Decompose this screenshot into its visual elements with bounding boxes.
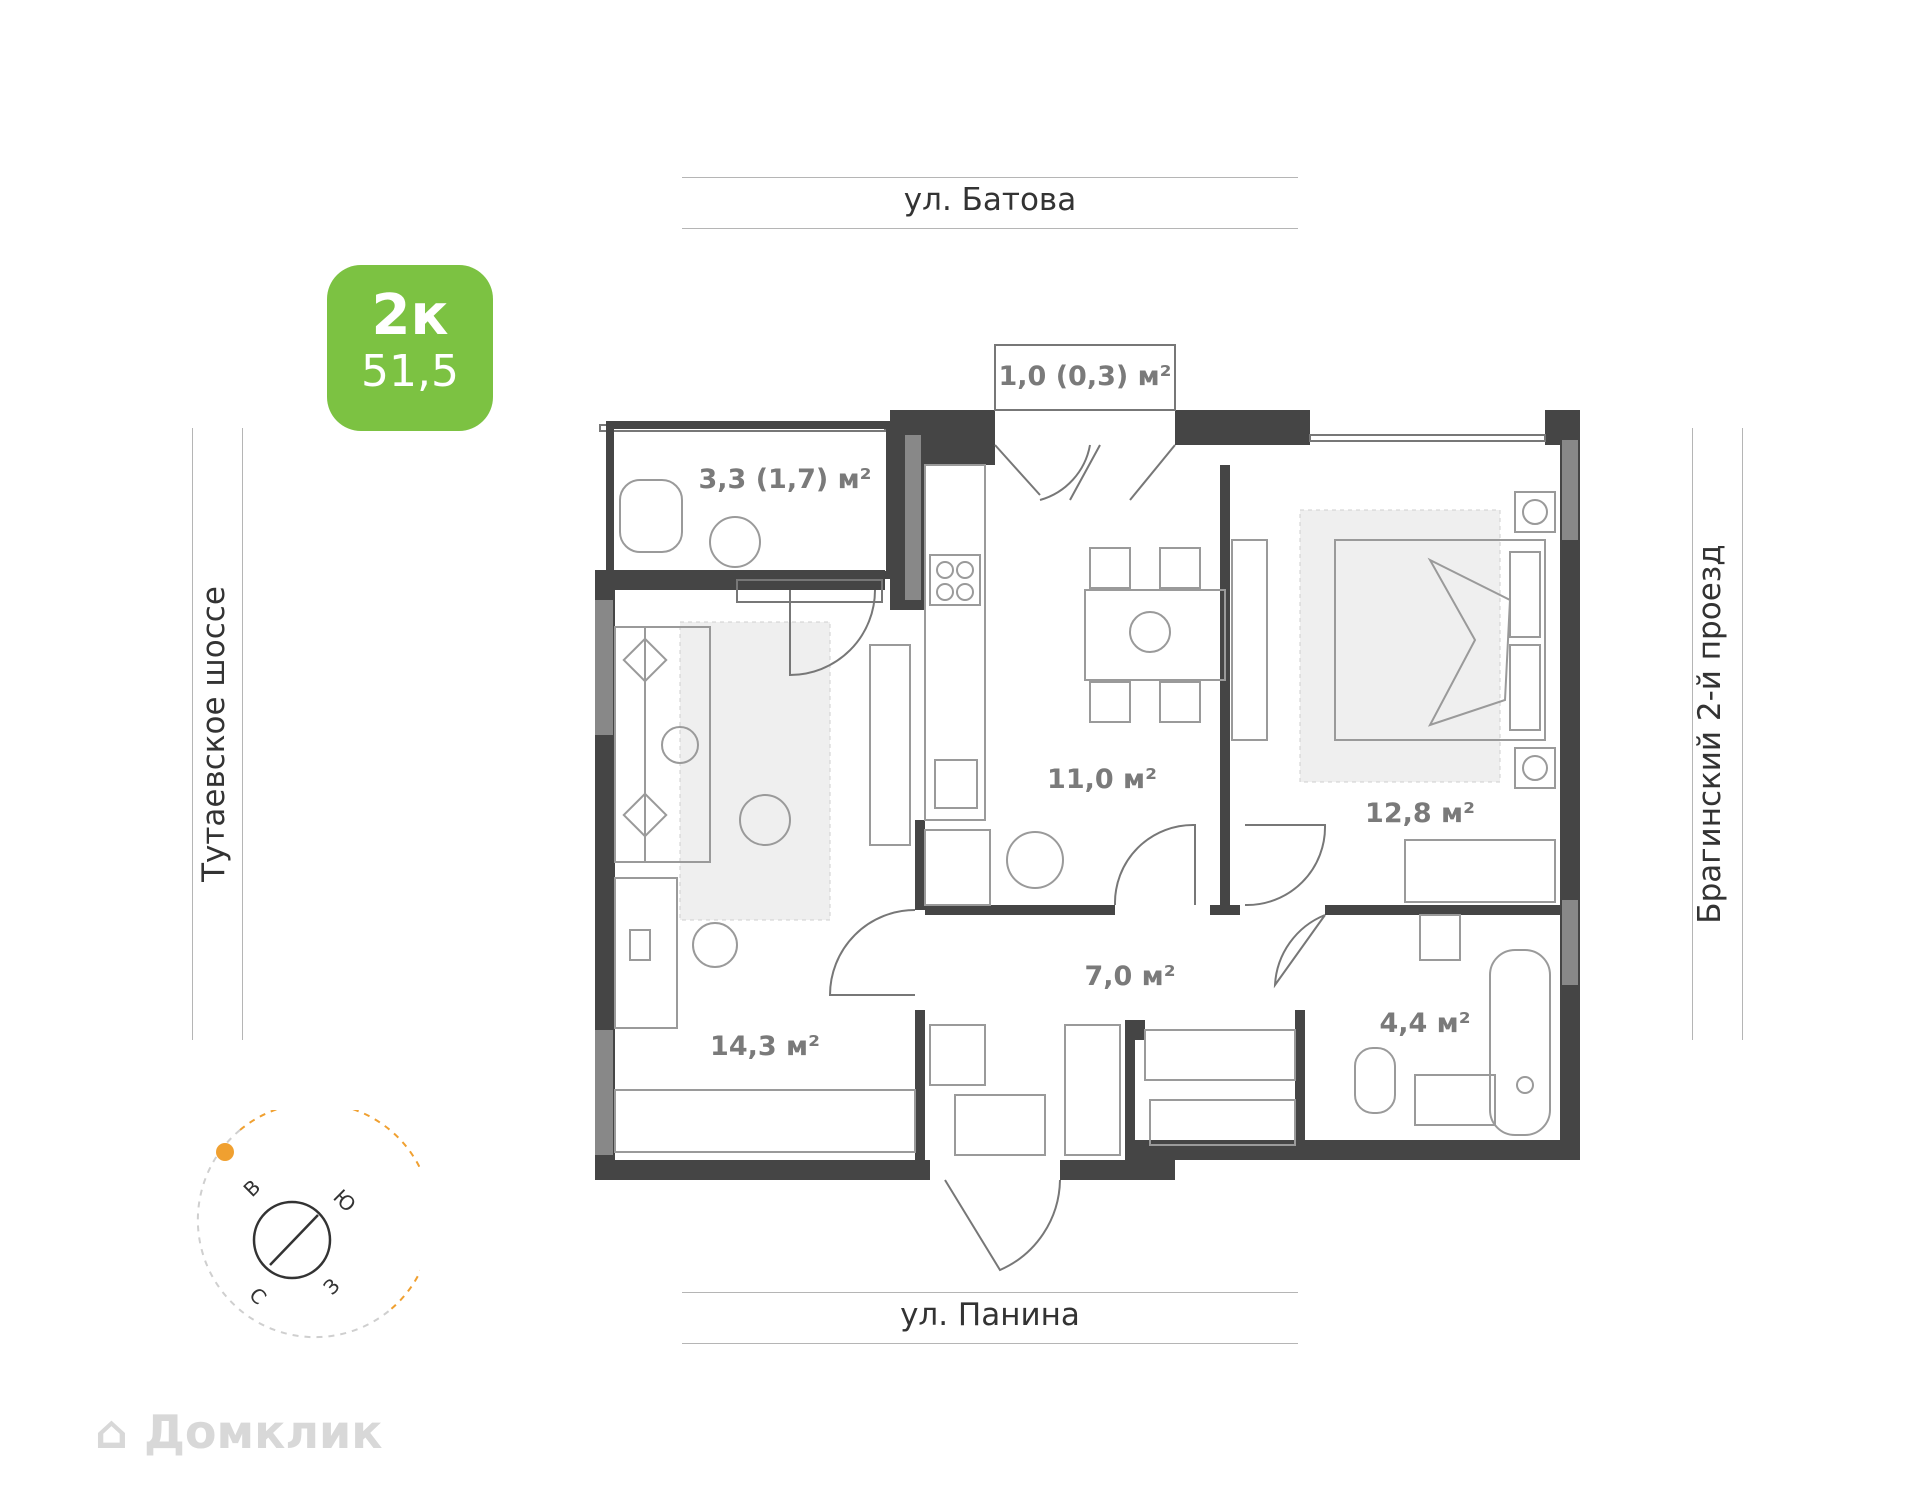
compass-south: Ю bbox=[328, 1185, 360, 1217]
watermark-text: Домклик bbox=[143, 1405, 383, 1459]
sun-icon bbox=[216, 1143, 234, 1161]
compass: В Ю С З bbox=[196, 1110, 420, 1339]
furniture bbox=[614, 464, 1556, 1156]
street-top-line-lower bbox=[682, 228, 1298, 229]
compass-west: З bbox=[319, 1273, 345, 1299]
street-right-line-outer bbox=[1692, 428, 1693, 1040]
street-bottom-line-lower bbox=[682, 1343, 1298, 1344]
label-loggia: 3,3 (1,7) м² bbox=[698, 464, 871, 495]
bedroom-rug bbox=[1299, 509, 1501, 783]
watermark: ⌂ Домклик bbox=[95, 1405, 383, 1459]
street-right-line-inner bbox=[1742, 428, 1743, 1040]
compass-north: С bbox=[244, 1283, 271, 1310]
doors bbox=[789, 444, 1327, 1272]
street-left-line-inner bbox=[242, 428, 243, 1040]
label-balcony-top: 1,0 (0,3) м² bbox=[998, 361, 1171, 392]
house-icon: ⌂ bbox=[95, 1405, 128, 1459]
compass-east: В bbox=[239, 1175, 266, 1202]
street-bottom-label: ул. Панина bbox=[900, 1297, 1080, 1333]
label-hall: 7,0 м² bbox=[1084, 961, 1175, 992]
street-bottom-line-upper bbox=[682, 1292, 1298, 1293]
rooms-count: 2к bbox=[371, 283, 449, 348]
label-living: 14,3 м² bbox=[710, 1031, 820, 1062]
label-kitchen: 11,0 м² bbox=[1047, 764, 1157, 795]
apartment-badge: 2к 51,5 bbox=[327, 265, 493, 431]
street-left-line-outer bbox=[192, 428, 193, 1040]
street-top-label: ул. Батова bbox=[903, 182, 1077, 218]
living-rug bbox=[679, 621, 831, 921]
total-area: 51,5 bbox=[361, 346, 459, 397]
street-top-line-upper bbox=[682, 177, 1298, 178]
label-bathroom: 4,4 м² bbox=[1379, 1008, 1470, 1039]
wall-hatch bbox=[595, 435, 1578, 1155]
loggia bbox=[606, 421, 894, 579]
label-bedroom: 12,8 м² bbox=[1365, 798, 1475, 829]
